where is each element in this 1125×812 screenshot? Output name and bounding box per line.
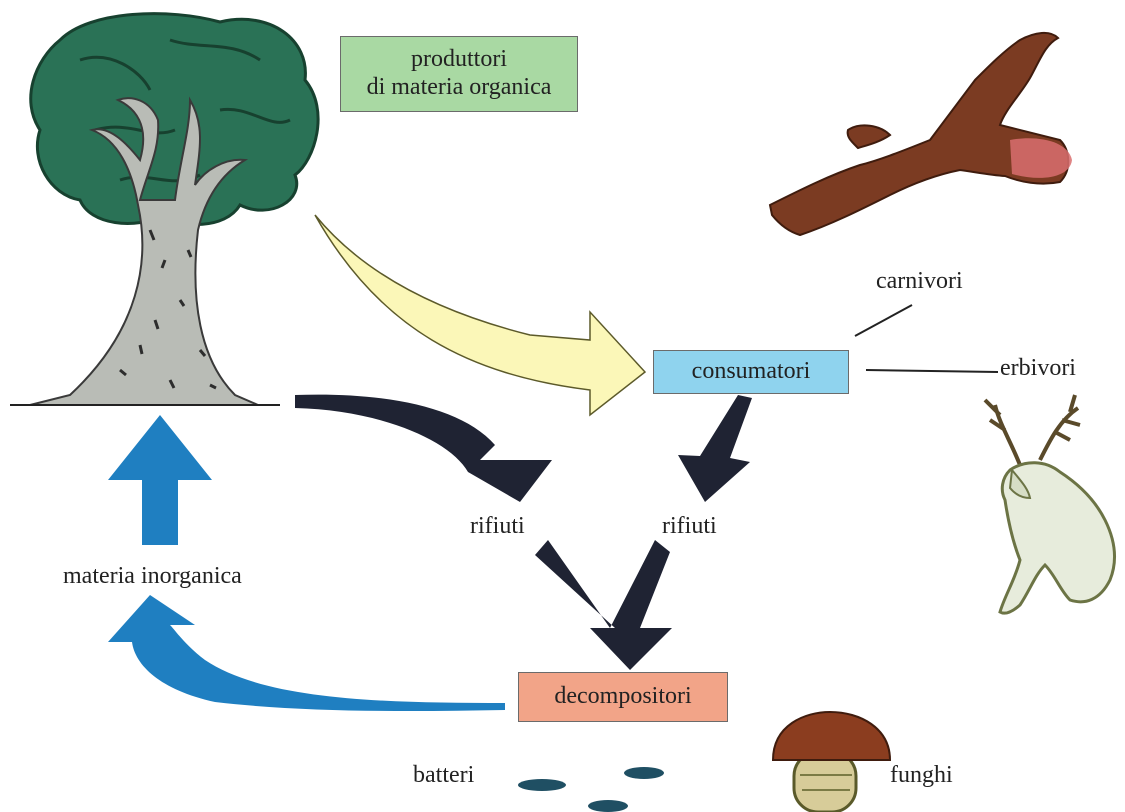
eagle-illustration <box>768 32 1072 237</box>
deer-face <box>1008 467 1032 500</box>
eagle-head <box>846 124 892 150</box>
eagle-body <box>768 32 1070 237</box>
bacterium <box>588 800 628 812</box>
arrow-consumers-to-waste <box>678 395 752 502</box>
bacteria-illustration <box>518 767 664 812</box>
producers-label-line1: produttori <box>411 46 507 73</box>
producers-label-line2: di materia organica <box>366 74 552 100</box>
arrow-inorganic-to-tree <box>108 415 212 545</box>
arrow-tree-to-waste <box>295 394 552 502</box>
mushroom-cap <box>771 710 892 761</box>
herbivores-connector <box>865 369 999 373</box>
waste-label-right: rifiuti <box>662 513 717 539</box>
arrow-decomposers-to-inorganic <box>108 595 505 712</box>
arrow-waste-to-decomposers <box>535 540 672 670</box>
waste-label-left: rifiuti <box>470 513 525 539</box>
eagle-tail <box>1010 138 1072 178</box>
herbivores-label: erbivori <box>1000 355 1076 381</box>
producers-box: produttori di materia organica <box>340 36 578 112</box>
deer-body <box>998 461 1116 615</box>
bacteria-label: batteri <box>413 762 475 788</box>
arrow-producers-to-consumers <box>314 214 647 417</box>
tree-trunk-texture <box>119 229 217 390</box>
inorganic-matter-label: materia inorganica <box>63 563 242 589</box>
carnivores-label: carnivori <box>876 268 963 294</box>
tree-trunk <box>29 96 259 406</box>
deer-illustration <box>983 394 1116 615</box>
carnivores-connector <box>854 304 913 337</box>
mushroom-illustration <box>771 710 892 812</box>
fungi-label: funghi <box>890 762 953 788</box>
tree-illustration <box>10 12 320 406</box>
bacterium <box>624 767 664 779</box>
deer-antlers <box>983 394 1081 466</box>
bacterium <box>518 779 566 791</box>
tree-canopy-lines <box>79 38 291 183</box>
consumers-box: consumatori <box>653 350 849 394</box>
decomposers-box: decompositori <box>518 672 728 722</box>
tree-canopy <box>29 12 320 226</box>
